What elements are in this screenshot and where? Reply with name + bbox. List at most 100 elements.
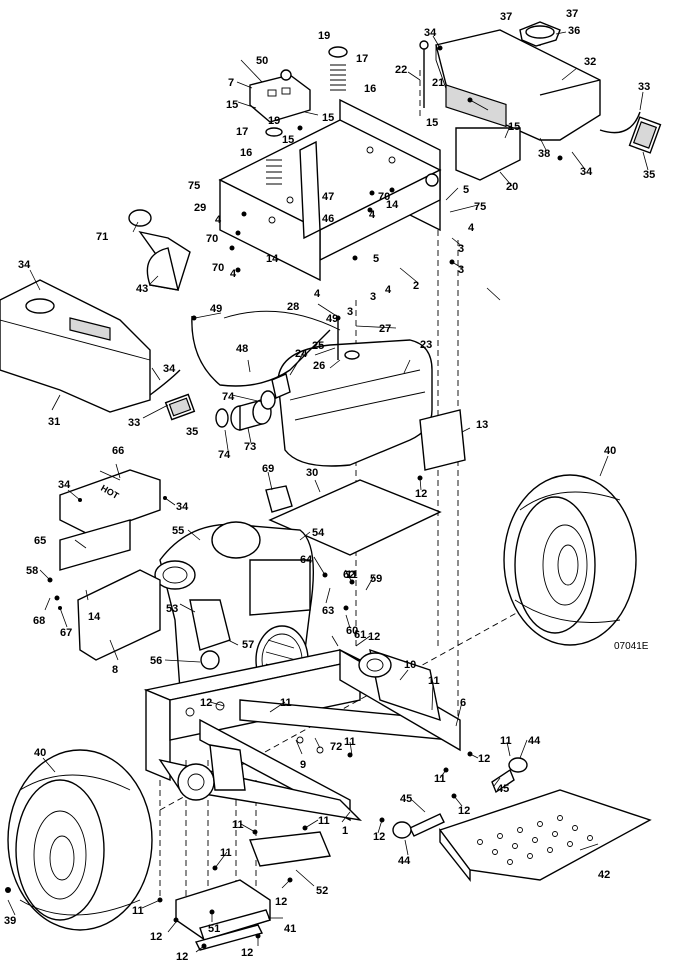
callout-31: 31: [48, 416, 60, 428]
rear-axle: [358, 648, 441, 722]
control-panel: [249, 69, 311, 123]
callout-57: 57: [242, 639, 254, 651]
callout-16: 16: [364, 83, 376, 95]
callout-70: 70: [378, 191, 390, 203]
callout-11: 11: [132, 905, 144, 917]
callout-40: 40: [604, 445, 616, 457]
callout-34: 34: [424, 27, 437, 39]
callout-27: 27: [379, 323, 391, 335]
drive-pulley: [177, 744, 246, 801]
callout-69: 69: [262, 463, 274, 475]
callout-15: 15: [508, 121, 520, 133]
callout-11: 11: [220, 847, 232, 859]
callout-34: 34: [580, 166, 593, 178]
callout-37: 37: [566, 8, 578, 20]
callout-11: 11: [500, 735, 512, 747]
figure-code: 07041E: [614, 641, 649, 652]
callout-54: 54: [312, 527, 325, 539]
callout-63: 63: [322, 605, 334, 617]
callout-3: 3: [458, 264, 464, 276]
callout-35: 35: [186, 426, 198, 438]
callout-12: 12: [241, 947, 253, 959]
callout-14: 14: [386, 199, 399, 211]
callout-4: 4: [215, 214, 222, 226]
callout-4: 4: [230, 268, 237, 280]
callout-74: 74: [222, 391, 235, 403]
callout-labels: 1 2 3 3 3 3 4 4 4 4 4 4 5 5 6 7 8 9 10 1…: [4, 8, 655, 963]
callout-4: 4: [369, 209, 376, 221]
callout-12: 12: [176, 951, 188, 963]
callout-7: 7: [228, 77, 234, 89]
callout-45: 45: [400, 793, 412, 805]
callout-47: 47: [322, 191, 334, 203]
callout-45: 45: [497, 783, 509, 795]
callout-22: 22: [395, 64, 407, 76]
intake-hoses: [215, 390, 276, 431]
callout-19: 19: [268, 115, 280, 127]
callout-39: 39: [4, 915, 16, 927]
upper-frame: [218, 98, 442, 282]
callout-20: 20: [506, 181, 518, 193]
callout-29: 29: [194, 202, 206, 214]
heat-shields: [59, 469, 161, 661]
callout-75: 75: [474, 201, 486, 213]
callout-42: 42: [598, 869, 610, 881]
callout-12: 12: [458, 805, 470, 817]
callout-55: 55: [172, 525, 184, 537]
callout-67: 67: [60, 627, 72, 639]
callout-66: 66: [112, 445, 124, 457]
callout-33: 33: [638, 81, 650, 93]
callout-34: 34: [163, 363, 176, 375]
callout-34: 34: [18, 259, 31, 271]
callout-50: 50: [256, 55, 268, 67]
callout-75: 75: [188, 180, 200, 192]
callout-5: 5: [463, 184, 469, 196]
callout-17: 17: [236, 126, 248, 138]
callout-11: 11: [428, 675, 440, 687]
callout-11: 11: [280, 697, 292, 709]
callout-4: 4: [385, 284, 392, 296]
callout-10: 10: [404, 659, 416, 671]
callout-8: 8: [112, 664, 118, 676]
callout-11: 11: [344, 736, 356, 748]
callout-56: 56: [150, 655, 162, 667]
callout-40: 40: [34, 747, 46, 759]
callout-32: 32: [584, 56, 596, 68]
callout-14: 14: [266, 253, 279, 265]
callout-12: 12: [415, 488, 427, 500]
callout-11: 11: [346, 569, 358, 581]
callout-49: 49: [210, 303, 222, 315]
callout-17: 17: [356, 53, 368, 65]
right-tire: [503, 474, 637, 646]
bottom-shields: [175, 831, 331, 951]
callout-15: 15: [426, 117, 438, 129]
callout-44: 44: [528, 735, 541, 747]
callout-70: 70: [206, 233, 218, 245]
callout-15: 15: [226, 99, 238, 111]
callout-21: 21: [432, 77, 444, 89]
fuel-tank: [271, 339, 433, 467]
callout-43: 43: [136, 283, 148, 295]
callout-14: 14: [88, 611, 101, 623]
callout-33: 33: [128, 417, 140, 429]
callout-73: 73: [244, 441, 256, 453]
callout-30: 30: [306, 467, 318, 479]
right-panel: [419, 409, 466, 471]
callout-49: 49: [326, 313, 338, 325]
callout-2: 2: [413, 280, 419, 292]
hardware-dots: [5, 45, 563, 949]
callout-36: 36: [568, 25, 580, 37]
callout-62: 62: [343, 569, 355, 581]
rear-hood: [419, 21, 662, 181]
left-tire: [7, 749, 153, 931]
fuel-neck: [128, 209, 191, 291]
engine: [154, 521, 314, 706]
callout-60: 60: [346, 625, 358, 637]
callout-12: 12: [368, 631, 380, 643]
callout-71: 71: [96, 231, 108, 243]
callout-12: 12: [275, 896, 287, 908]
callout-12: 12: [373, 831, 385, 843]
callout-34: 34: [176, 501, 189, 513]
callout-11: 11: [318, 815, 330, 827]
